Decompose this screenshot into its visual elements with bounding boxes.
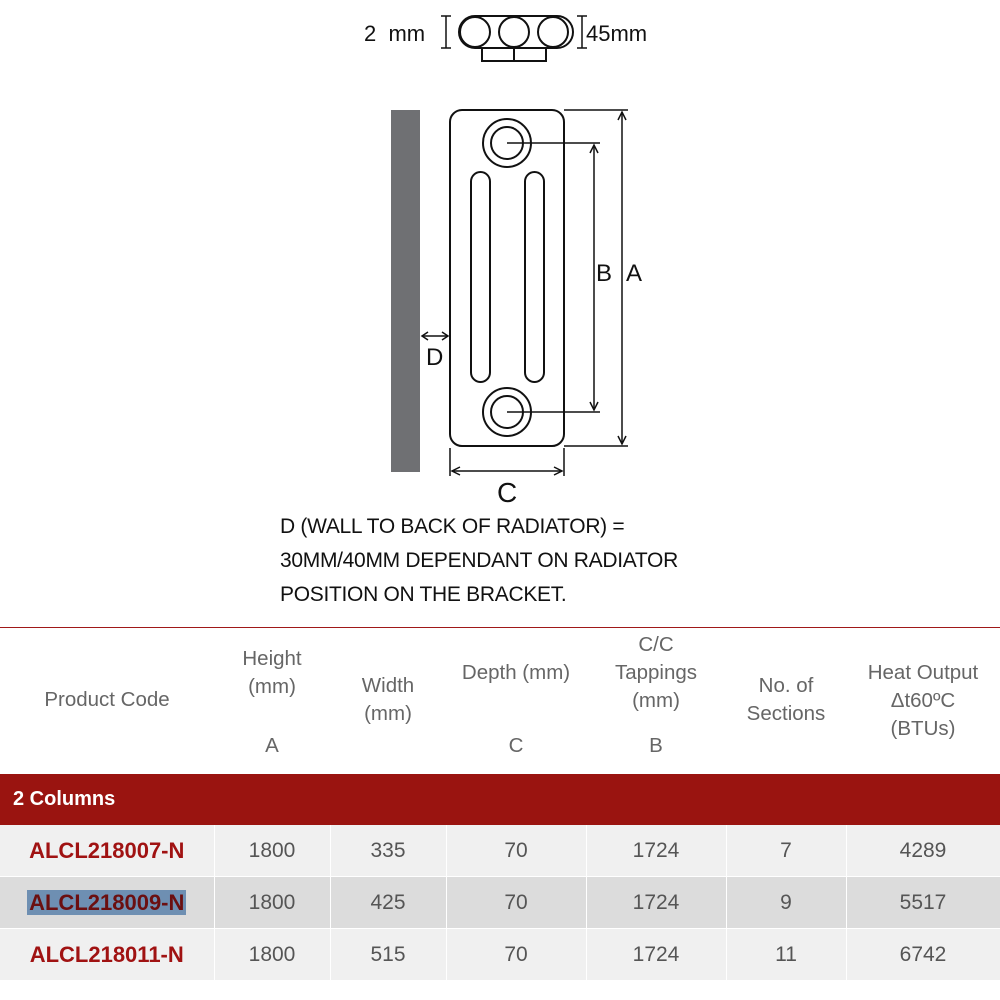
- table-header-row: Product Code Height (mm) A Width (mm) De…: [0, 628, 1000, 774]
- depth-cell: 70: [446, 825, 587, 877]
- dimension-d-label: D: [426, 344, 443, 371]
- group-label: 2 Columns: [0, 774, 1000, 825]
- product-code-cell: ALCL218007-N: [0, 825, 215, 877]
- sections-cell: 7: [726, 825, 847, 877]
- table-row[interactable]: ALCL218007-N 1800 335 70 1724 7 4289: [0, 825, 1000, 877]
- header-width: Width (mm): [361, 674, 415, 725]
- header-cc-tappings: C/C Tappings (mm) B: [614, 633, 698, 757]
- dimension-b-label: B: [596, 260, 612, 287]
- specification-table: Product Code Height (mm) A Width (mm) De…: [0, 628, 1000, 981]
- dimension-a-lines: [564, 109, 628, 447]
- depth-cell: 70: [446, 876, 587, 929]
- product-code-cell: ALCL218011-N: [0, 928, 215, 981]
- height-cell: 1800: [214, 876, 331, 929]
- width-cell: 515: [330, 928, 447, 981]
- table-row[interactable]: ALCL218009-N 1800 425 70 1724 9 5517: [0, 876, 1000, 929]
- product-code-cell: ALCL218009-N: [0, 876, 215, 929]
- wall-bar: [391, 110, 420, 472]
- cc-tappings-cell: 1724: [586, 928, 727, 981]
- header-sections: No. of Sections: [746, 674, 826, 725]
- top-dim-right-label: 45mm: [586, 21, 647, 46]
- note-line-1: D (WALL TO BACK OF RADIATOR) =: [280, 515, 625, 538]
- top-dim-left-label: 2 mm: [364, 21, 425, 46]
- header-height: Height (mm) A: [242, 647, 302, 757]
- table-row[interactable]: ALCL218011-N 1800 515 70 1724 11 6742: [0, 928, 1000, 981]
- table-top-rule: [0, 627, 1000, 628]
- cc-tappings-cell: 1724: [586, 825, 727, 877]
- top-view-columns: [458, 15, 574, 62]
- radiator-dimension-diagram: 2 mm 45mm B A D: [364, 15, 647, 508]
- note-line-3: POSITION ON THE BRACKET.: [280, 583, 567, 606]
- header-heat-output: Heat Output Δt60ºC (BTUs): [867, 661, 979, 740]
- width-cell: 425: [330, 876, 447, 929]
- wall-clearance-note: D (WALL TO BACK OF RADIATOR) = 30MM/40MM…: [280, 510, 800, 612]
- height-cell: 1800: [214, 825, 331, 877]
- header-product-code: Product Code: [44, 688, 170, 711]
- note-line-2: 30MM/40MM DEPENDANT ON RADIATOR: [280, 549, 678, 572]
- dimension-b-lines: [507, 142, 600, 413]
- heat-output-cell: 6742: [846, 928, 1000, 981]
- heat-output-cell: 4289: [846, 825, 1000, 877]
- depth-cell: 70: [446, 928, 587, 981]
- top-dim-arrows: [441, 15, 587, 49]
- height-cell: 1800: [214, 928, 331, 981]
- dimension-c-label: C: [497, 477, 517, 508]
- cc-tappings-cell: 1724: [586, 876, 727, 929]
- header-depth: Depth (mm) C: [461, 661, 571, 757]
- width-cell: 335: [330, 825, 447, 877]
- sections-cell: 11: [726, 928, 847, 981]
- selected-product-code[interactable]: ALCL218009-N: [27, 889, 187, 915]
- sections-cell: 9: [726, 876, 847, 929]
- dimension-a-label: A: [626, 260, 642, 287]
- group-row-2-columns: 2 Columns: [0, 774, 1000, 825]
- dimension-d-lines: [420, 331, 450, 341]
- heat-output-cell: 5517: [846, 876, 1000, 929]
- dimension-c-lines: [449, 448, 565, 476]
- radiator-side-view: [449, 109, 565, 447]
